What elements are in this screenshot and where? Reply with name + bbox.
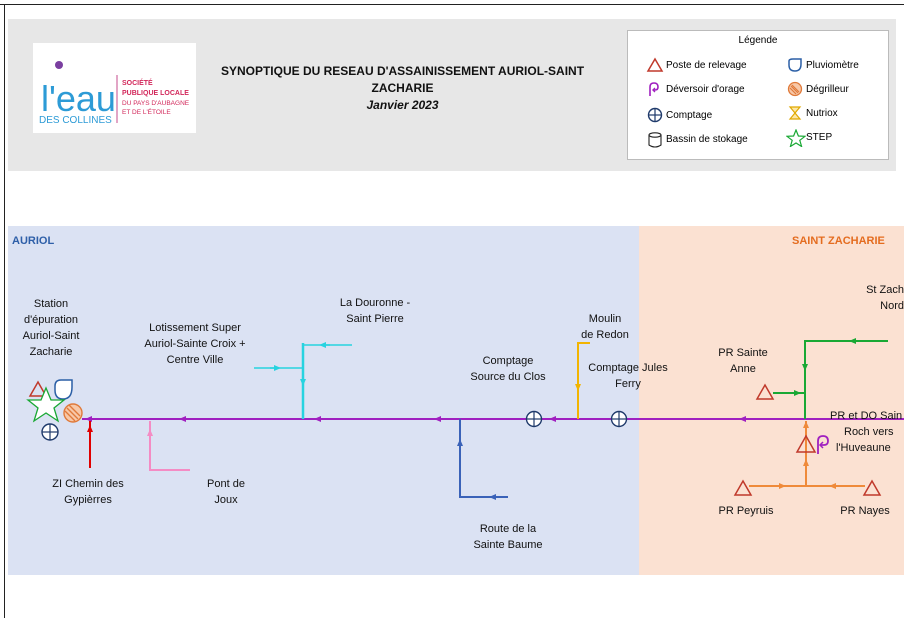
logo-text-line1: SOCIÉTÉ [122,78,153,87]
legend-label: STEP [806,132,833,143]
label-comptage-jules-ferry: Comptage Jules Ferry [588,362,668,390]
zone-auriol-label: AURIOL [12,235,55,247]
label-pr-nayes: PR Nayes [840,505,890,517]
storm-overflow-icon [817,435,829,454]
logo-subline: DES COLLINES [39,115,112,126]
star-icon [786,129,806,147]
legend-label: Nutriox [806,108,838,119]
station-symbols [26,379,83,441]
label-pr-sainte-anne: PR Sainte Anne [718,347,768,375]
rain-gauge-icon [54,379,73,400]
title-line-2: ZACHARIE [371,81,434,95]
legend-label: Comptage [666,110,713,121]
hourglass-icon [788,106,802,120]
triangle-icon [646,57,664,72]
sainte-baume-branch-line [457,419,508,500]
logo-graphic: l'eau DES COLLINES SOCIÉTÉ PUBLIQUE LOCA… [39,61,190,126]
pont-de-joux-branch-line [147,421,190,471]
cylinder-icon [648,132,662,148]
label-pr-do-saint-roch: PR et DO Sain Roch vers l'Huveaune [830,410,903,454]
logo-text-line4: ET DE L'ÉTOILE [122,107,171,116]
legend-title: Légende [738,35,778,46]
label-st-zach-nord: St Zach Nord [866,284,904,312]
label-la-douronne: La Douronne - Saint Pierre [339,297,411,325]
zone-saint-zacharie-label: SAINT ZACHARIE [792,235,885,247]
logo-text-line2: PUBLIQUE LOCALE [122,90,189,97]
meter-icon [647,107,663,123]
label-pr-peyruis: PR Peyruis [718,505,774,517]
triangle-icon [755,383,775,400]
label-lotissement: Lotissement Super Auriol-Sainte Croix + … [144,322,246,366]
legend-label: Dégrilleur [806,84,849,95]
logo-text-line3: DU PAYS D'AUBAGNE [122,100,190,107]
legend-label: Poste de relevage [666,60,747,71]
diagram-title: SYNOPTIQUE DU RESEAU D'ASSAINISSEMENT AU… [205,63,600,114]
label-route-sainte-baume: Route de la Sainte Baume [473,523,543,551]
legend-label: Bassin de stokage [666,134,748,145]
meter-icon [41,423,59,441]
triangle-icon [733,479,753,496]
label-pont-de-joux: Pont de Joux [207,478,245,506]
legend-label: Déversoir d'orage [666,84,745,95]
screen-icon [787,81,803,97]
legend-box: Légende Poste de relevage Pluviomètre Dé… [627,30,889,160]
label-comptage-source-du-clos: Comptage Source du Clos [470,355,546,383]
frame-top-border [0,4,904,5]
label-zi-chemin-gypierres: ZI Chemin des Gypièrres [52,478,124,506]
frame-left-border [4,4,5,618]
storm-overflow-icon [649,82,659,96]
title-line-1: SYNOPTIQUE DU RESEAU D'ASSAINISSEMENT AU… [220,64,585,78]
triangle-icon [862,479,882,496]
meter-icon [525,410,543,428]
rain-gauge-icon [788,58,802,72]
legend-label: Pluviomètre [806,60,859,71]
st-zacharie-nord-branch-line [773,338,888,419]
moulin-redon-branch-line [575,342,590,419]
star-icon [26,386,66,423]
logo-wordmark: l'eau [41,78,116,119]
meter-icon [610,410,628,428]
triangle-icon [795,434,817,453]
label-moulin-de-redon: Moulin de Redon [581,313,629,341]
screen-icon [63,403,83,423]
zone-saint-zacharie [639,226,904,575]
label-station-epuration: Station d'épuration Auriol-Saint Zachari… [22,298,80,358]
title-date: Janvier 2023 [366,98,439,112]
lotissement-branch-line [254,342,352,419]
peyruis-nayes-branch-line [749,421,865,489]
zone-auriol [8,226,639,575]
triangle-icon [28,380,48,397]
company-logo: l'eau DES COLLINES SOCIÉTÉ PUBLIQUE LOCA… [33,43,196,133]
